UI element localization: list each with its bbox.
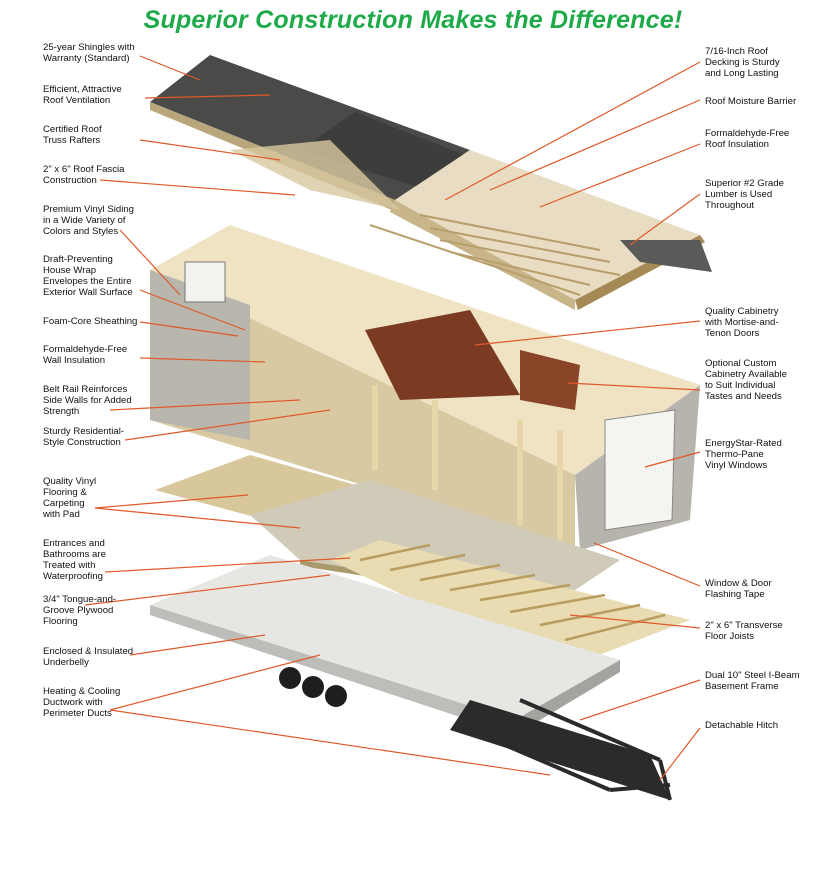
label-plywood-flooring: 3/4" Tongue-and- Groove Plywood Flooring <box>43 594 117 627</box>
label-custom-cabinetry: Optional Custom Cabinetry Available to S… <box>705 358 787 402</box>
walls-illustration <box>150 225 700 550</box>
leader-line <box>579 679 701 721</box>
leader-line <box>109 709 551 776</box>
label-underbelly: Enclosed & Insulated Underbelly <box>43 646 134 668</box>
leader-line <box>567 382 701 391</box>
leader-line <box>94 494 249 509</box>
chassis-illustration <box>150 555 672 801</box>
label-moisture-barrier: Roof Moisture Barrier <box>705 96 797 107</box>
leader-line <box>659 727 701 781</box>
leader-line <box>139 357 266 363</box>
leader-line <box>109 399 301 411</box>
label-floor-joists: 2" x 6" Transverse Floor Joists <box>705 620 783 642</box>
leader-line <box>119 229 181 296</box>
leader-line <box>593 542 701 587</box>
label-roof-ventilation: Efficient, Attractive Roof Ventilation <box>43 84 122 106</box>
leader-line <box>104 557 351 573</box>
leader-line <box>474 320 701 346</box>
page-title: Superior Construction Makes the Differen… <box>143 6 683 34</box>
leader-line <box>139 55 201 81</box>
label-ibeam-frame: Dual 10" Steel I-Beam Basement Frame <box>705 670 800 692</box>
label-residential-style: Sturdy Residential- Style Construction <box>43 426 125 448</box>
leader-line <box>129 634 266 656</box>
label-quality-cabinetry: Quality Cabinetry with Mortise-and- Teno… <box>705 306 779 339</box>
leader-line <box>629 193 701 246</box>
roof-illustration <box>150 55 712 310</box>
label-truss-rafters: Certified Roof Truss Rafters <box>43 124 102 146</box>
leader-line <box>99 179 296 196</box>
label-roof-decking: 7/16-Inch Roof Decking is Sturdy and Lon… <box>705 46 780 79</box>
leader-line <box>109 654 321 711</box>
label-roof-insulation: Formaldehyde-Free Roof Insulation <box>705 128 790 150</box>
leader-line <box>139 139 281 161</box>
floor-illustration <box>155 455 690 670</box>
label-grade-lumber: Superior #2 Grade Lumber is Used Through… <box>705 178 784 211</box>
leader-line <box>139 321 239 337</box>
label-vinyl-siding: Premium Vinyl Siding in a Wide Variety o… <box>43 204 134 237</box>
label-foam-sheathing: Foam-Core Sheathing <box>43 316 138 327</box>
label-house-wrap: Draft-Preventing House Wrap Envelopes th… <box>43 254 133 298</box>
leader-line <box>144 94 271 99</box>
label-vinyl-flooring: Quality Vinyl Flooring & Carpeting with … <box>43 476 97 520</box>
label-energystar-windows: EnergyStar-Rated Thermo-Pane Vinyl Windo… <box>705 438 782 471</box>
leader-line <box>124 409 331 441</box>
leader-lines <box>84 55 701 781</box>
label-belt-rail: Belt Rail Reinforces Side Walls for Adde… <box>43 384 132 417</box>
leader-line <box>139 289 246 331</box>
label-wall-insulation: Formaldehyde-Free Wall Insulation <box>43 344 128 366</box>
label-shingles: 25-year Shingles with Warranty (Standard… <box>43 42 135 64</box>
leader-line <box>569 614 701 629</box>
leader-line <box>444 61 701 201</box>
label-roof-fascia: 2" x 6" Roof Fascia Construction <box>43 164 125 186</box>
leader-line <box>644 451 701 468</box>
label-waterproofing: Entrances and Bathrooms are Treated with… <box>43 538 106 582</box>
leader-line <box>84 574 331 606</box>
label-ductwork: Heating & Cooling Ductwork with Perimete… <box>43 686 121 719</box>
leader-line <box>94 507 301 529</box>
label-detachable-hitch: Detachable Hitch <box>705 720 779 731</box>
leader-line <box>539 143 701 208</box>
label-flashing-tape: Window & Door Flashing Tape <box>705 578 772 600</box>
leader-line <box>489 99 701 191</box>
